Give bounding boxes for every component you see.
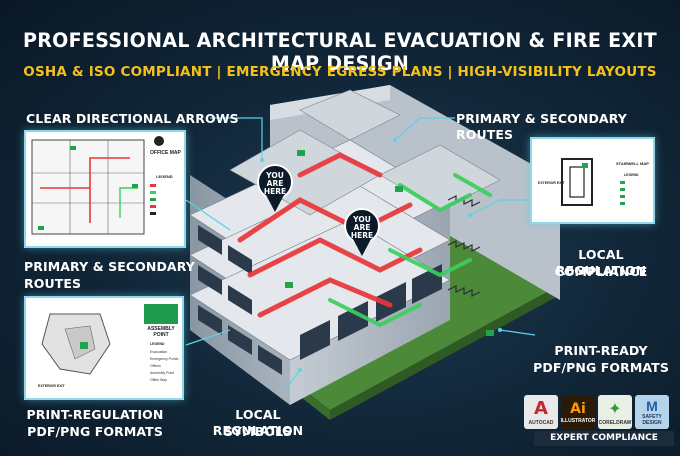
office-floorplan bbox=[31, 139, 145, 235]
primary-routes bbox=[237, 152, 423, 318]
assembly-title-1: ASSEMBLY bbox=[147, 326, 175, 332]
callout-directional-arrows: CLEAR DIRECTIONAL ARROWS bbox=[26, 111, 239, 126]
callout-symbols-1: LOCAL REGULATION bbox=[212, 407, 304, 438]
pin2-line2: ARE bbox=[354, 223, 371, 232]
callout-lines bbox=[185, 117, 536, 391]
safety-line1: SAFETY bbox=[642, 414, 662, 420]
safety-design-icon: M bbox=[646, 398, 658, 414]
callout-routes-left-2: ROUTES bbox=[24, 276, 82, 291]
callout-print-ready-1: PRINT-READY bbox=[554, 343, 648, 358]
pin2-line3: HERE bbox=[351, 231, 373, 240]
callout-symbols-2: SYMBOLS bbox=[223, 424, 293, 439]
assembly-point-sign bbox=[144, 304, 178, 324]
site-plan bbox=[41, 313, 111, 375]
callout-dots bbox=[260, 138, 502, 372]
pin1-line3: HERE bbox=[264, 187, 286, 196]
callout-compliance-2: COMPLIANCE bbox=[554, 264, 648, 279]
software-logos: A AUTOCAD Ai ILLUSTRATOR ✦ CORELDRAW M S… bbox=[524, 395, 672, 447]
exit-signs bbox=[285, 150, 494, 336]
illustrator-logo: Ai ILLUSTRATOR bbox=[561, 395, 595, 429]
you-are-here-pin-2: YOU ARE HERE bbox=[344, 208, 380, 256]
pin1-line1: YOU bbox=[265, 171, 284, 180]
left-windows bbox=[198, 225, 282, 375]
callout-compliance-1: LOCAL REGULATION bbox=[555, 247, 647, 278]
coreldraw-label: CORELDRAW bbox=[598, 419, 632, 426]
pin1-line2: ARE bbox=[267, 179, 284, 188]
callout-print-regulation-2: PDF/PNG FORMATS bbox=[27, 424, 163, 439]
pin2-line1: YOU bbox=[352, 215, 371, 224]
you-are-here-pin-1: YOU ARE HERE bbox=[257, 164, 293, 212]
secondary-routes bbox=[328, 173, 492, 328]
page-title: PROFESSIONAL ARCHITECTURAL EVACUATION & … bbox=[23, 28, 657, 76]
callout-print-ready-2: PDF/PNG FORMATS bbox=[533, 360, 669, 375]
stairwell-map-title: STAIRWELL MAP bbox=[616, 161, 649, 166]
assembly-legend-item: Emergency Points bbox=[150, 357, 179, 361]
office-map-card: OFFICE MAP LEGEND bbox=[24, 130, 186, 248]
callout-routes-right: PRIMARY & SECONDARY ROUTES bbox=[456, 111, 627, 142]
exterior-exit-label-2: EXTERIOR EXIT bbox=[38, 384, 65, 388]
assembly-legend-item: Office Way bbox=[150, 378, 167, 382]
assembly-title-2: POINT bbox=[153, 332, 169, 338]
office-legend-title: LEGEND bbox=[156, 174, 173, 179]
office-map-title: OFFICE MAP bbox=[150, 150, 181, 156]
assembly-legend-item: Assembly Point bbox=[150, 371, 175, 375]
assembly-legend-title: LEGEND bbox=[150, 342, 165, 346]
expert-compliance-badge: EXPERT COMPLIANCE bbox=[534, 431, 674, 446]
safety-line2: DESIGN bbox=[642, 420, 662, 426]
office-legend-swatches bbox=[150, 184, 156, 215]
stairwell-legend-swatches bbox=[620, 181, 625, 205]
callout-routes-left-1: PRIMARY & SECONDARY bbox=[24, 259, 195, 274]
illustrator-label: ILLUSTRATOR bbox=[560, 417, 596, 424]
assembly-legend-item: Evacuation bbox=[150, 350, 168, 354]
stairwell-map-card: EXTERIOR EXIT STAIRWELL MAP LEGEND bbox=[530, 137, 655, 224]
coreldraw-icon: ✦ bbox=[608, 400, 622, 418]
assembly-legend-item: Offices bbox=[150, 364, 161, 368]
office-map-icon bbox=[154, 136, 164, 146]
safety-design-logo: M SAFETY DESIGN bbox=[635, 395, 669, 429]
assembly-map-card: EXTERIOR EXIT ASSEMBLY POINT LEGEND Evac… bbox=[24, 296, 184, 400]
stairwell bbox=[447, 195, 481, 297]
stairwell-legend-title: LEGEND bbox=[624, 173, 639, 177]
autocad-label: AUTOCAD bbox=[528, 420, 554, 426]
page-subtitle: OSHA & ISO COMPLIANT | EMERGENCY EGRESS … bbox=[23, 64, 657, 80]
callout-print-regulation-1: PRINT-REGULATION bbox=[26, 407, 164, 422]
exterior-exit-label: EXTERIOR EXIT bbox=[538, 181, 565, 185]
illustrator-icon: Ai bbox=[570, 400, 586, 417]
autocad-icon: A bbox=[534, 398, 548, 419]
coreldraw-logo: ✦ CORELDRAW bbox=[598, 395, 632, 429]
autocad-logo: A AUTOCAD bbox=[524, 395, 558, 429]
stairwell-plan bbox=[561, 158, 593, 206]
